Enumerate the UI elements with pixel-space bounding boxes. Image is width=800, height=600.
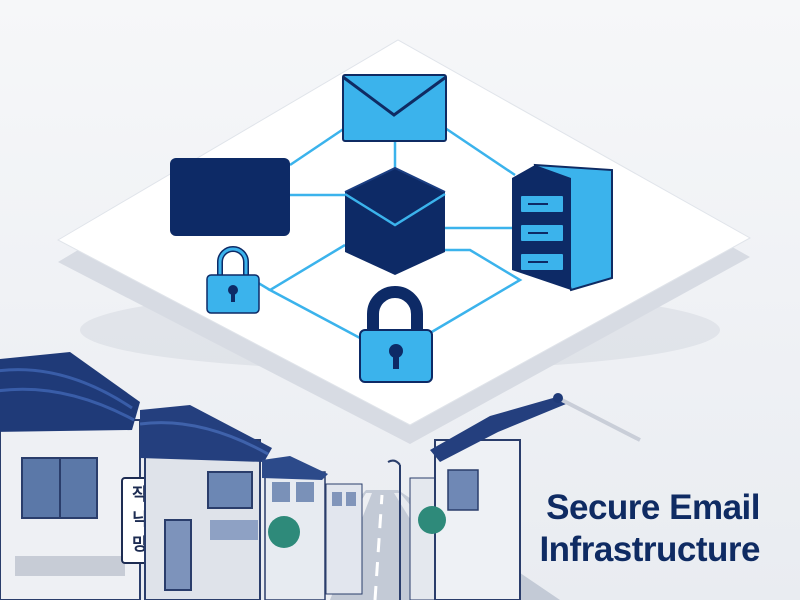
screen-icon (170, 158, 290, 236)
house-left-middle (139, 405, 272, 600)
sign-char-2: 닉 (132, 510, 148, 530)
envelope-box-icon (344, 166, 446, 275)
house-left-back (262, 456, 328, 600)
headline-line-1: Secure Email (546, 488, 760, 527)
lock-icon-small (206, 246, 260, 314)
lock-icon-large (359, 286, 433, 383)
house-right (387, 393, 641, 600)
server-icon (512, 163, 613, 292)
headline: Secure Email Infrastructure (440, 487, 760, 571)
headline-line-2: Infrastructure (539, 530, 760, 569)
envelope-icon (342, 74, 447, 142)
street-scene: 작 닉 망 (0, 352, 641, 600)
house-left-far (325, 483, 363, 595)
network-platform (56, 39, 752, 444)
network-connections (244, 126, 523, 340)
house-left-front (0, 352, 141, 600)
